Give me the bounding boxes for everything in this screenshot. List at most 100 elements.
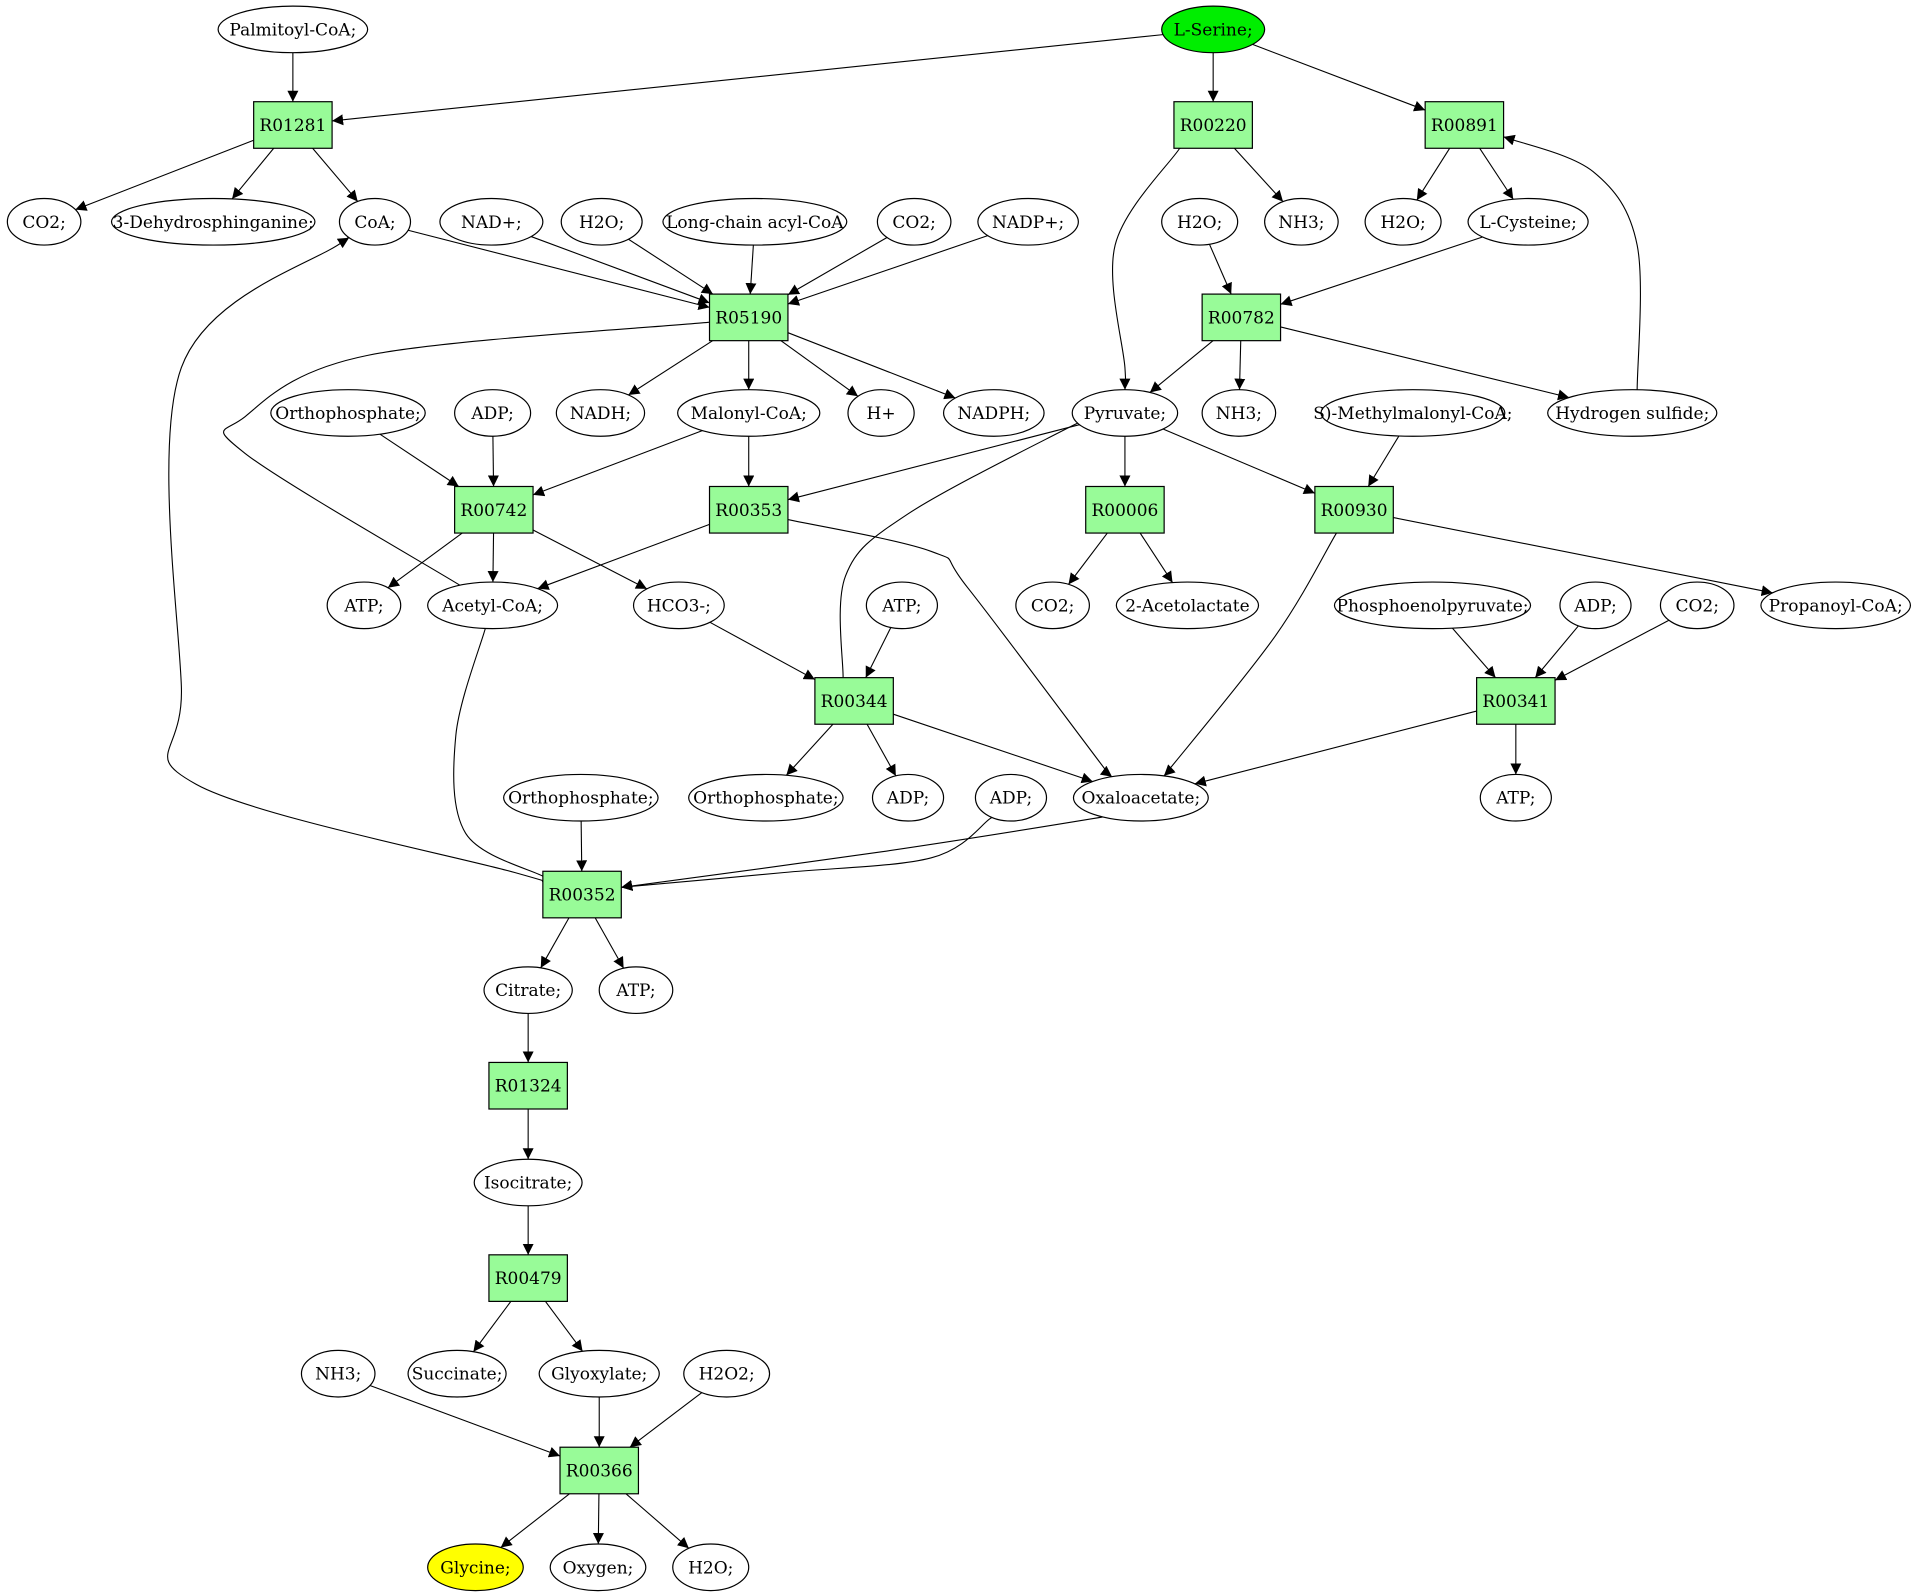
metabolite-ellipse [427,581,559,630]
node-label: L-Cysteine; [1479,213,1576,233]
edge-pyruvate-to-r00930 [1162,428,1316,494]
edge-h2o-1-to-r05190 [628,238,714,295]
node-label: R00341 [1482,692,1549,712]
node-label: ADP; [989,789,1032,809]
node-hplus: H+ [847,389,915,437]
node-label: NADH; [570,404,631,424]
metabolite-ellipse [555,389,646,437]
metabolite-ellipse [439,197,544,246]
node-label: Oxygen; [563,1558,634,1578]
edge-l-serine-to-r00891 [1252,43,1426,112]
node-label: ATP; [615,981,655,1001]
metabolite-ellipse [865,581,939,630]
node-label: R00479 [495,1269,562,1289]
node-glycine: Glycine; [427,1543,524,1592]
edge-atp-2-to-r00344 [865,627,892,678]
metabolite-ellipse [538,1349,660,1398]
node-atp-4: ATP; [598,966,674,1015]
node-isocitrate: Isocitrate; [473,1158,583,1207]
metabolite-ellipse [549,1543,647,1592]
metabolite-ellipse [677,389,821,437]
edge-oxaloacetate-to-r00352 [602,814,1111,891]
edge-long-chain-to-r05190 [745,245,757,295]
node-h2o-1: H2O; [560,197,643,246]
node-label: Hydrogen sulfide; [1555,404,1709,424]
edge-r00782-to-pyruvate [1149,340,1214,393]
metabolite-ellipse [1264,197,1339,246]
reaction-box [488,1254,568,1302]
metabolite-ellipse [1115,581,1260,630]
reaction-box [1314,485,1394,534]
metabolite-ellipse [483,966,573,1015]
node-label: Orthophosphate; [275,404,420,424]
node-label: ADP; [886,789,929,809]
metabolite-ellipse [473,1158,583,1207]
node-methylmalonyl: S)-Methylmalonyl-CoA; [1313,389,1513,437]
node-label: Acetyl-CoA; [441,596,543,616]
edge-r05190-to-nadh [628,340,713,396]
edge-r00344-to-oxaloacetate [893,713,1093,784]
node-long-chain: Long-chain acyl-CoA [662,197,848,246]
edge-r01281-to-dehydrosphinganine [231,147,275,200]
node-r01281: R01281 [253,101,333,149]
node-label: NAD+; [461,213,522,233]
node-label: L-Serine; [1174,20,1253,40]
node-label: Malonyl-CoA; [691,404,807,424]
edge-nad-to-r05190 [530,236,710,305]
edge-r05190-to-acetyl-coa [223,319,735,596]
edge-r00891-to-l-cysteine [1479,147,1514,200]
node-label: H2O; [579,213,624,233]
edge-r00344-to-adp-3 [866,723,897,777]
node-label: NADPH; [957,404,1030,424]
reaction-box [1476,677,1556,725]
edge-orthophosphate-2-to-r00352 [576,821,588,872]
node-glyoxylate: Glyoxylate; [538,1349,660,1398]
edge-r00930-to-oxaloacetate [1155,525,1342,787]
edge-r00930-to-propanoyl-coa [1393,517,1773,597]
node-dehydrosphinganine: 3-Dehydrosphinganine; [110,197,316,246]
node-nh3-2: NH3; [1201,389,1277,437]
metabolite-ellipse [1161,5,1266,54]
edge-methylmalonyl-to-r00930 [1367,435,1400,487]
metabolite-ellipse [876,197,952,246]
metabolite-ellipse [6,197,82,246]
node-h2o-2: H2O; [1161,197,1239,246]
edge-r00366-to-h2o-4 [625,1493,690,1549]
metabolite-ellipse [407,1349,507,1398]
node-nad: NAD+; [439,197,544,246]
node-orthophosphate-1: Orthophosphate; [270,389,426,437]
node-label: ADP; [470,404,513,424]
node-nh3-3: NH3; [300,1349,376,1398]
metabolite-ellipse [503,773,659,822]
node-adp-2: ADP; [1559,581,1632,630]
edge-hydrogen-sulfide-to-r00891 [1497,134,1641,401]
edge-pep-to-r00341 [1451,627,1496,679]
node-hydrogen-sulfide: Hydrogen sulfide; [1547,389,1718,437]
edge-r01281-to-co2-1 [75,139,254,211]
edge-l-cysteine-to-r00782 [1280,236,1483,307]
metabolite-ellipse [683,1349,771,1398]
edge-r00344-to-orthophosphate-3 [785,723,834,776]
node-r00930: R00930 [1314,485,1394,534]
reaction-box [1173,101,1253,149]
reaction-box [708,485,789,534]
node-label: ATP; [1495,789,1535,809]
node-label: Long-chain acyl-CoA [666,213,844,233]
metabolite-ellipse [1161,197,1239,246]
metabolite-ellipse [110,197,316,246]
edge-h2o-2-to-r00782 [1208,244,1232,295]
edge-r00353-to-acetyl-coa [537,523,710,590]
node-label: R00782 [1208,308,1275,328]
node-r00782: R00782 [1201,293,1282,342]
edge-r00891-to-h2o-3 [1416,147,1451,201]
node-label: Orthophosphate; [508,789,653,809]
metabolite-ellipse [338,197,412,246]
metabolite-ellipse [1364,197,1442,246]
metabolite-ellipse [1015,581,1090,630]
node-co2-2: CO2; [876,197,952,246]
metabolite-ellipse [560,197,643,246]
node-label: CO2; [1031,596,1075,616]
node-r00341: R00341 [1476,677,1556,725]
node-l-cysteine: L-Cysteine; [1467,197,1589,246]
edge-pyruvate-to-r00353 [787,424,1080,503]
